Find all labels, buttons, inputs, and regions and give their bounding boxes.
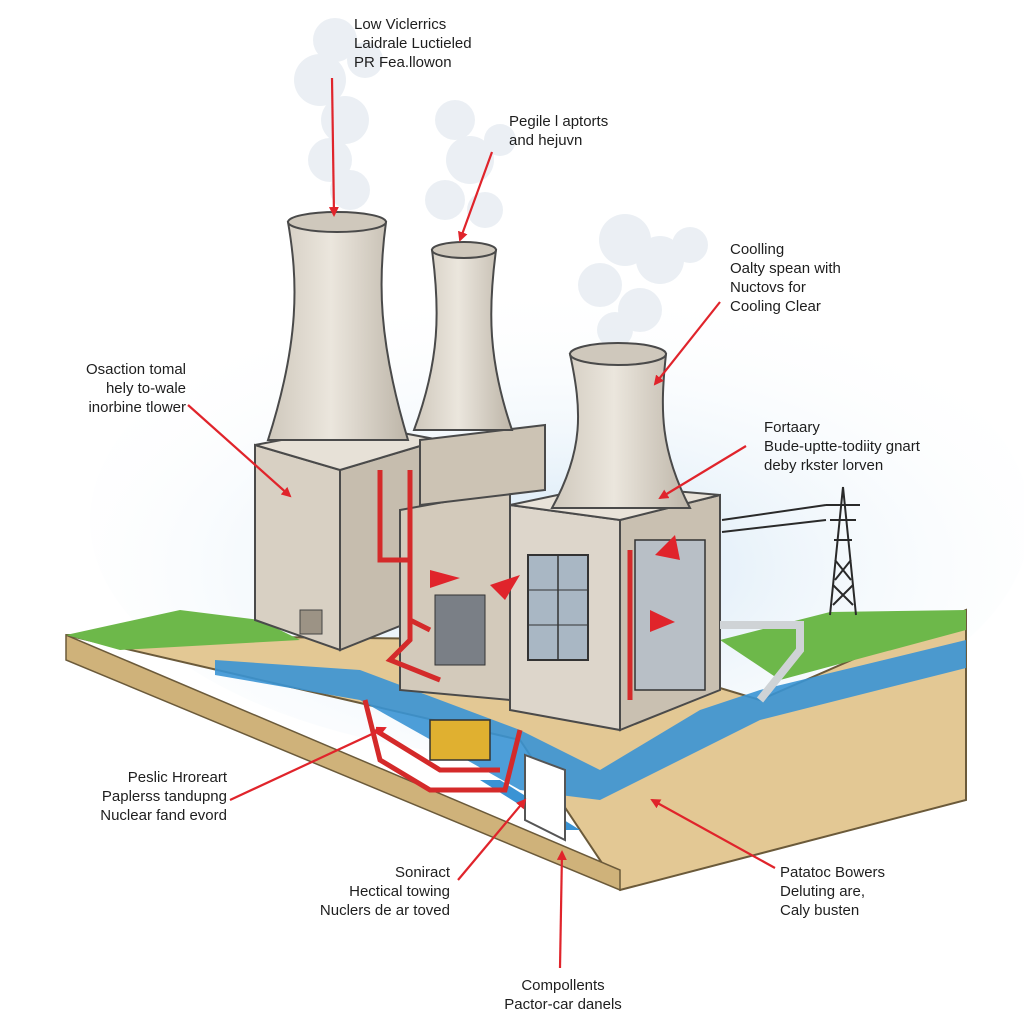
arrow-left-tower [187, 404, 292, 498]
label-line: Patatoc Bowers [780, 864, 886, 881]
label-line: Pegile l aptorts [509, 113, 609, 130]
annotation-arrows [187, 77, 776, 969]
label-line: Pactor-car danels [504, 996, 622, 1013]
label-line: Nuctovs for [730, 279, 806, 296]
left-building-door [299, 609, 323, 635]
label-line: Laidrale Luctieled [354, 35, 472, 52]
arrow-right-bottom [650, 799, 776, 869]
middle-building-top [419, 423, 546, 507]
label-line: hely to-wale [105, 380, 186, 397]
label-line: Soniract [394, 864, 450, 881]
cooling-tower-left [266, 221, 410, 441]
transmission-tower [721, 486, 860, 616]
turbine-hall [434, 594, 486, 666]
underground-chamber [524, 753, 566, 842]
label-right-bottom: Patatoc Bowers Deluting are, Caly busten [780, 863, 885, 920]
label-line: Caly busten [780, 902, 860, 919]
label-line: Deluting are, [780, 883, 866, 900]
arrow-left-bottom [229, 726, 387, 801]
reactor-core [429, 719, 491, 761]
water-channel [215, 640, 966, 800]
label-line: Hectical towing [349, 883, 450, 900]
label-center-bottom: Soniract Hectical towing Nuclers de ar t… [290, 863, 450, 920]
label-line: Bude-uptte-todiity gnart [764, 438, 920, 455]
label-line: Nuclear fand evord [100, 807, 227, 824]
label-line: Nuclers de ar toved [319, 902, 450, 919]
flow-arrows [430, 535, 680, 632]
label-line: Compollents [521, 977, 605, 994]
label-line: Low Viclerrics [354, 16, 447, 33]
label-bottom: Compollents Pactor-car danels [440, 976, 686, 1014]
label-line: inorbine tlower [88, 399, 186, 416]
label-top-right: Pegile l aptorts and hejuvn [509, 112, 608, 150]
label-left-bottom: Peslic Hroreart Paplerss tandupng Nuclea… [40, 768, 227, 825]
arrow-right-mid [658, 445, 747, 500]
coolant-pipes [362, 470, 633, 793]
label-line: Cooling Clear [730, 298, 821, 315]
cooling-tower-right [550, 353, 692, 509]
label-right-mid: Fortaary Bude-uptte-todiity gnart deby r… [764, 418, 920, 475]
arrow-top-center [328, 77, 339, 217]
label-cooling: Coolling Oalty spean with Nuctovs for Co… [730, 240, 841, 316]
label-line: PR Fea.llowon [354, 54, 452, 71]
label-line: Paplerss tandupng [101, 788, 227, 805]
label-line: Osaction tomal [85, 361, 186, 378]
steam-generator-cutaway [634, 539, 706, 691]
arrow-cooling [653, 301, 721, 386]
label-line: Oalty spean with [730, 260, 841, 277]
arrow-top-right [458, 151, 494, 242]
arrow-center-bottom [457, 798, 527, 881]
label-line: and hejuvn [509, 132, 583, 149]
cooling-tower-middle [412, 249, 514, 431]
steam-clouds [294, 18, 708, 348]
label-line: deby rkster lorven [764, 457, 884, 474]
label-top-center: Low Viclerrics Laidrale Luctieled PR Fea… [354, 15, 472, 72]
label-line: Fortaary [764, 419, 820, 436]
arrow-bottom [556, 850, 567, 969]
outlet-pipe [720, 621, 804, 703]
label-left-tower: Osaction tomal hely to-wale inorbine tlo… [40, 360, 186, 417]
label-line: Peslic Hroreart [127, 769, 227, 786]
label-line: Coolling [730, 241, 785, 258]
grass-left [66, 610, 300, 650]
